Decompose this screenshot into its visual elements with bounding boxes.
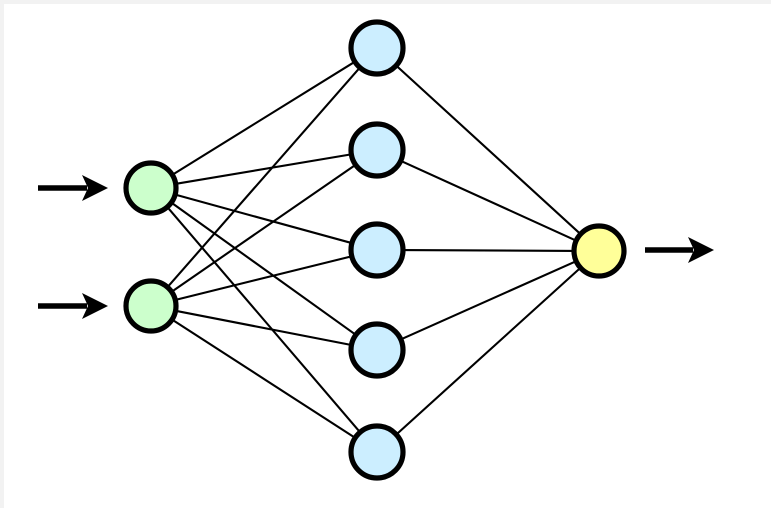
- output-arrow-head: [688, 237, 714, 263]
- node-h3[interactable]: [348, 221, 406, 279]
- node-h2[interactable]: [348, 121, 406, 179]
- node-o1[interactable]: [571, 223, 627, 279]
- node-h1[interactable]: [348, 19, 406, 77]
- edge-i1-h3: [172, 193, 355, 245]
- node-h4[interactable]: [348, 321, 406, 379]
- edge-i2-h4: [173, 309, 354, 347]
- edge-h4-o1: [398, 259, 579, 341]
- edge-i2-h1: [165, 65, 362, 290]
- edge-i1-h2: [173, 153, 354, 186]
- edge-h5-o1: [394, 265, 583, 437]
- edge-i1-h5: [165, 205, 362, 435]
- edge-i2-h3: [173, 254, 354, 302]
- page-edge-top: [0, 0, 771, 4]
- edge-h1-o1: [394, 63, 583, 236]
- edge-i1-h1: [170, 60, 357, 177]
- node-h5[interactable]: [348, 423, 406, 481]
- edge-i2-h5: [169, 317, 358, 440]
- node-i1[interactable]: [123, 160, 179, 216]
- input-arrow-top-head: [82, 175, 108, 201]
- io-arrows-group: [38, 175, 714, 319]
- node-i2[interactable]: [123, 278, 179, 334]
- nodes-group: [123, 19, 627, 481]
- edge-i2-h2: [169, 163, 358, 294]
- page-edge-left: [0, 0, 4, 508]
- edge-h3-o1: [400, 249, 577, 252]
- edge-i1-h4: [169, 200, 358, 337]
- input-arrow-bottom-head: [82, 293, 108, 319]
- edges-group: [165, 60, 583, 440]
- edge-h2-o1: [398, 159, 579, 243]
